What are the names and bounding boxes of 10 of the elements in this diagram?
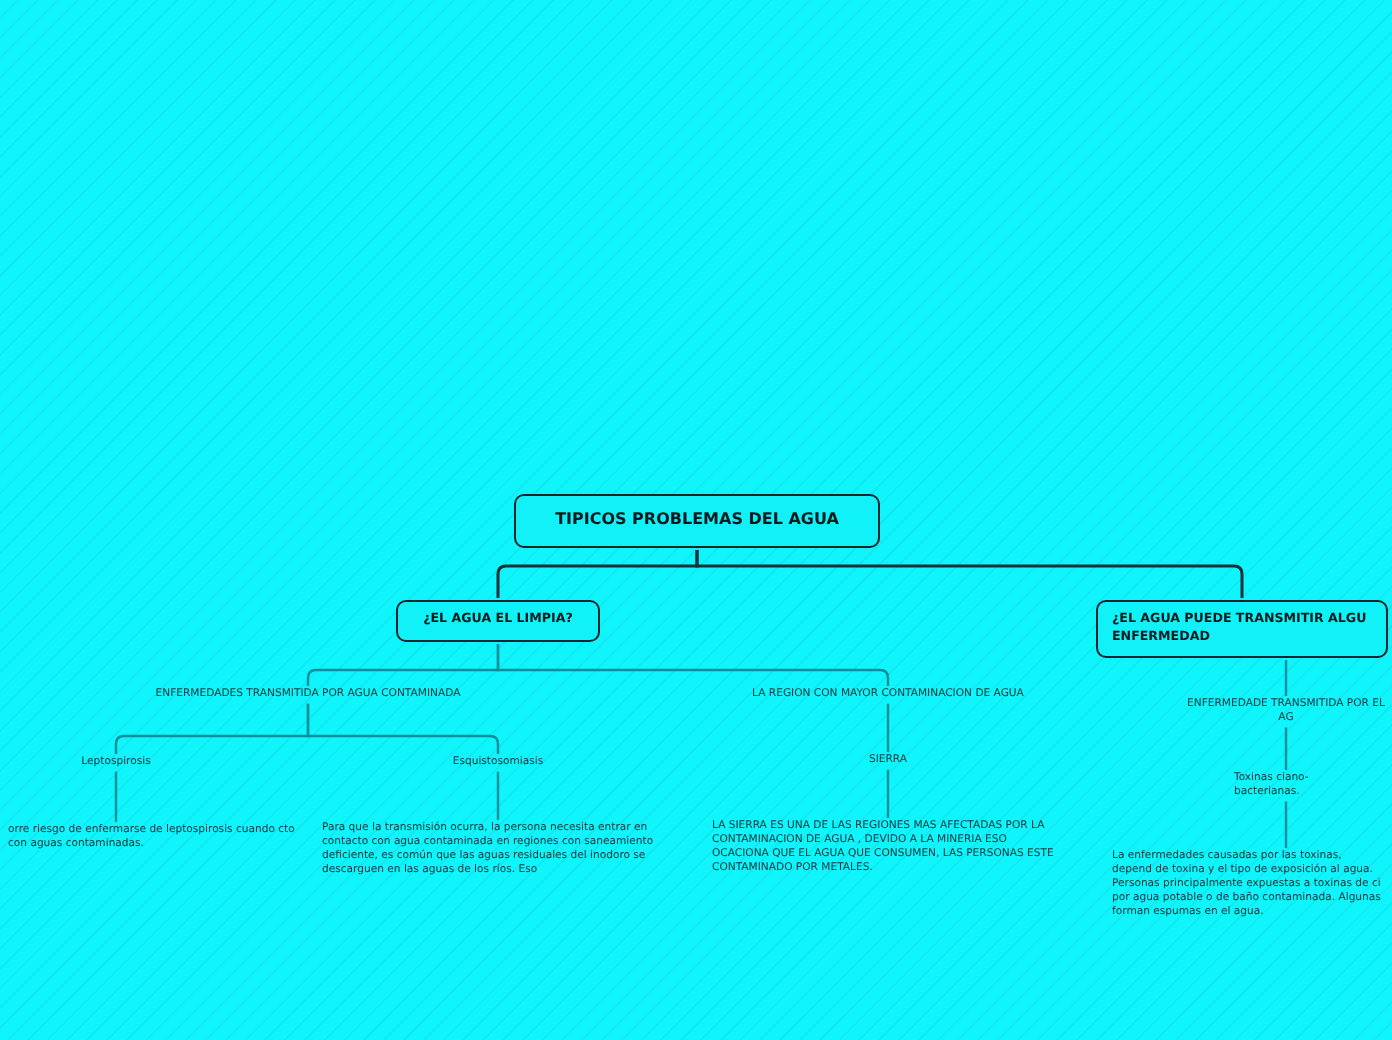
connector-line: [496, 771, 500, 820]
root-topic-box: TIPICOS PROBLEMAS DEL AGUA: [514, 494, 880, 548]
connector-line: [886, 769, 890, 818]
connector-line: [886, 703, 890, 752]
connector-line: [1284, 801, 1288, 848]
connector-line: [496, 644, 890, 686]
connector-line: [306, 703, 500, 754]
connector-line: [1284, 660, 1288, 696]
connector-line: [114, 771, 118, 822]
connector-line: [1284, 727, 1288, 770]
